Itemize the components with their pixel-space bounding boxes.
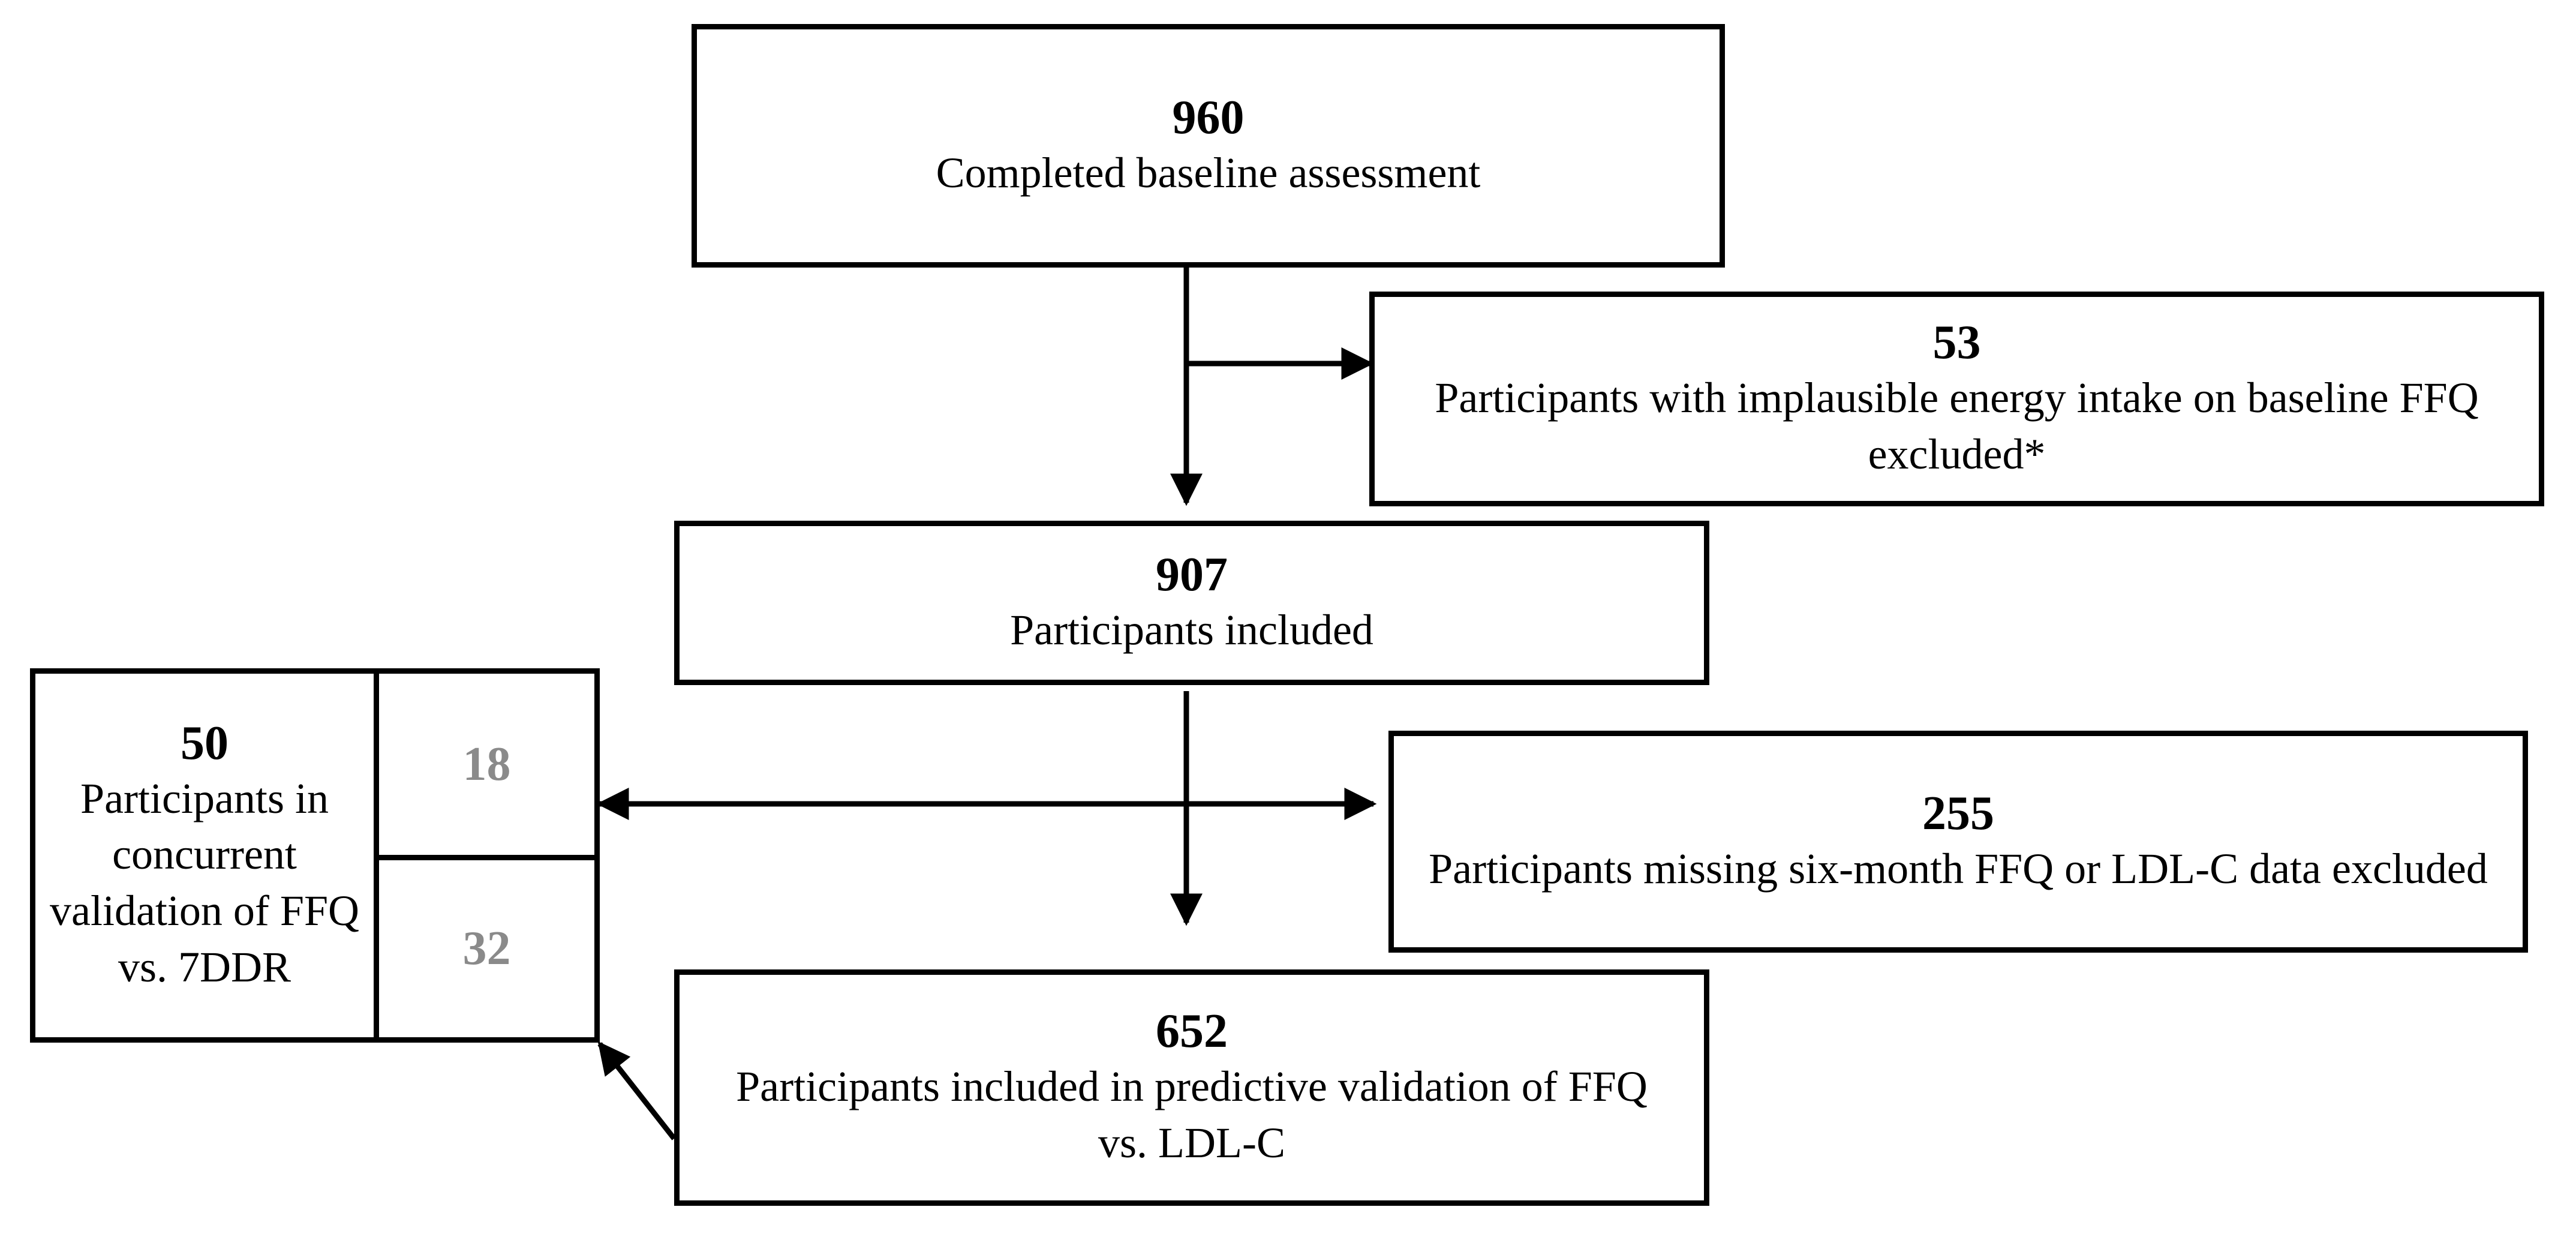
- concurrent-label: Participants in concurrent validation of…: [50, 774, 359, 991]
- excluded-energy-count: 53: [1932, 316, 1981, 370]
- included-count: 907: [1156, 548, 1228, 602]
- excluded-energy-label: Participants with implausible energy int…: [1435, 374, 2479, 478]
- box-excluded-energy: 53 Participants with implausible energy …: [1369, 292, 2544, 506]
- box-split-upper: 18: [374, 668, 600, 860]
- concurrent-count: 50: [181, 716, 229, 770]
- box-participants-included: 907 Participants included: [674, 521, 1709, 685]
- baseline-count: 960: [1172, 91, 1245, 145]
- split-lower-count: 32: [462, 922, 511, 975]
- box-baseline-assessment: 960 Completed baseline assessment: [692, 24, 1725, 268]
- predictive-count: 652: [1156, 1005, 1228, 1058]
- baseline-label: Completed baseline assessment: [936, 149, 1481, 197]
- excluded-missing-count: 255: [1922, 787, 1994, 840]
- arrow-predictive-to-lower-split: [597, 1041, 677, 1140]
- box-concurrent-validation: 50 Participants in concurrent validation…: [30, 668, 379, 1043]
- excluded-missing-label: Participants missing six-month FFQ or LD…: [1429, 845, 2488, 893]
- box-split-lower: 32: [374, 855, 600, 1043]
- predictive-label: Participants included in predictive vali…: [736, 1062, 1648, 1167]
- box-excluded-missing: 255 Participants missing six-month FFQ o…: [1388, 731, 2528, 953]
- split-upper-count: 18: [462, 737, 511, 791]
- box-predictive-validation: 652 Participants included in predictive …: [674, 969, 1709, 1206]
- included-label: Participants included: [1010, 606, 1373, 654]
